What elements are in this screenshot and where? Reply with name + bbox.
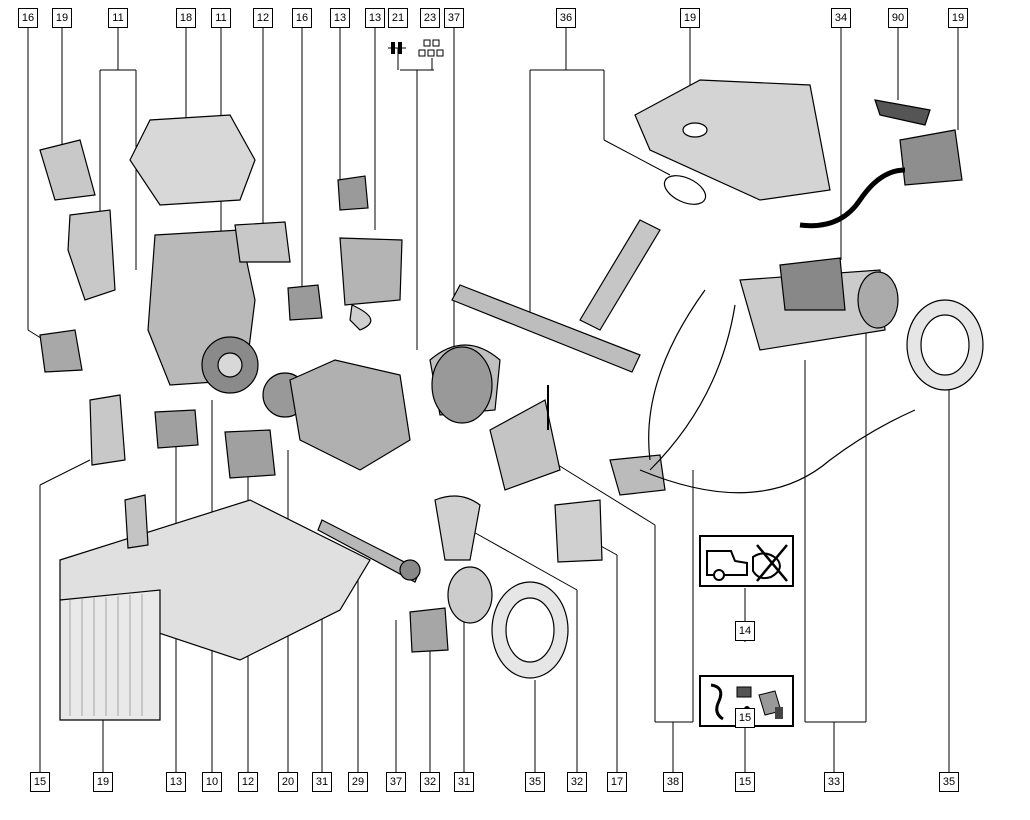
callout-36: 36: [556, 8, 576, 28]
callout-21: 21: [388, 8, 408, 28]
callout-13: 13: [166, 772, 186, 792]
callout-18: 18: [176, 8, 196, 28]
callout-31: 31: [312, 772, 332, 792]
callout-14: 14: [735, 621, 755, 641]
callout-19: 19: [52, 8, 72, 28]
callout-16: 16: [18, 8, 38, 28]
callout-23: 23: [420, 8, 440, 28]
accessory-kit-icon: [699, 675, 794, 727]
callout-33: 33: [824, 772, 844, 792]
callout-37: 37: [386, 772, 406, 792]
callout-19: 19: [948, 8, 968, 28]
callout-12: 12: [253, 8, 273, 28]
callout-31: 31: [454, 772, 474, 792]
callout-13: 13: [365, 8, 385, 28]
callout-16: 16: [292, 8, 312, 28]
callout-11: 11: [108, 8, 128, 28]
no-towing-icon: [699, 535, 794, 587]
callout-38: 38: [663, 772, 683, 792]
callout-15: 15: [735, 708, 755, 728]
callout-19: 19: [93, 772, 113, 792]
callout-15: 15: [30, 772, 50, 792]
callout-34: 34: [831, 8, 851, 28]
callout-29: 29: [348, 772, 368, 792]
nut-set-icon: [418, 39, 444, 57]
callout-13: 13: [330, 8, 350, 28]
callout-20: 20: [278, 772, 298, 792]
callout-10: 10: [202, 772, 222, 792]
callout-12: 12: [238, 772, 258, 792]
callout-32: 32: [567, 772, 587, 792]
callout-11: 11: [211, 8, 231, 28]
bolt-icon: [388, 42, 406, 54]
callout-17: 17: [607, 772, 627, 792]
callout-15: 15: [735, 772, 755, 792]
callout-90: 90: [888, 8, 908, 28]
callout-32: 32: [420, 772, 440, 792]
callout-35: 35: [939, 772, 959, 792]
callout-19: 19: [680, 8, 700, 28]
callout-35: 35: [525, 772, 545, 792]
callout-37: 37: [444, 8, 464, 28]
